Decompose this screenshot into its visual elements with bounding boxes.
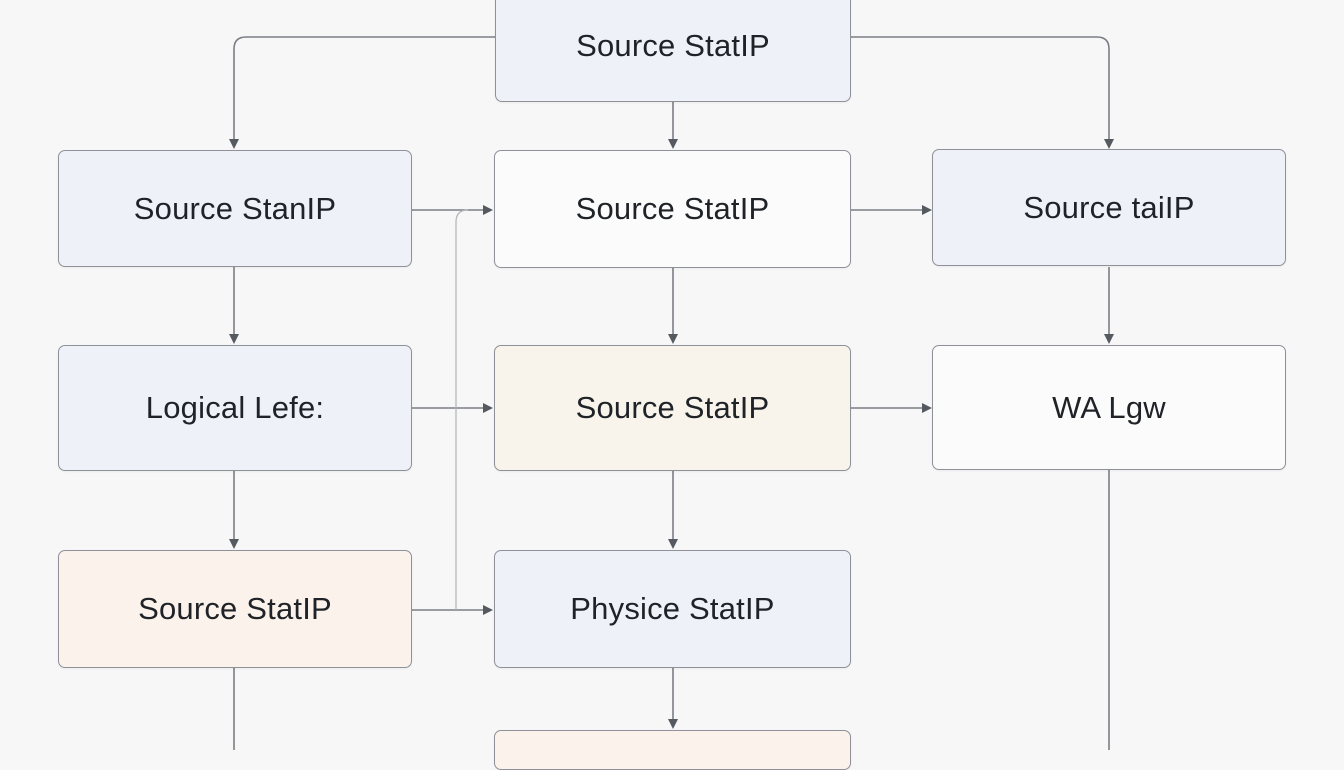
node-right-2: WA Lgw: [932, 345, 1286, 470]
node-left-1: Source StanIP: [58, 150, 412, 267]
connector-bypass: [455, 209, 469, 610]
node-top-label: Source StatIP: [576, 28, 770, 63]
node-right-1-label: Source taiIP: [1023, 189, 1195, 225]
node-middle-1-label: Source StatIP: [575, 191, 770, 226]
node-middle-4: [494, 730, 851, 770]
node-right-2-label: WA Lgw: [1052, 389, 1166, 425]
node-middle-2: Source StatIP: [494, 345, 851, 471]
node-top: Source StatIP: [495, 0, 851, 102]
connector-top-to-right-1: [850, 36, 1114, 149]
flow-diagram: Source StatIP Source StanIP Source StatI…: [58, 0, 1286, 770]
node-middle-1: Source StatIP: [494, 150, 851, 268]
node-left-2: Logical Lefe:: [58, 345, 412, 471]
node-middle-3: Physice StatIP: [494, 550, 851, 668]
connector-top-to-left-1: [229, 36, 496, 149]
node-left-3-label: Source StatIP: [138, 591, 332, 626]
node-right-1: Source taiIP: [932, 149, 1286, 266]
node-left-2-label: Logical Lefe:: [145, 390, 325, 425]
node-left-1-label: Source StanIP: [133, 190, 337, 226]
connector-layer: [229, 36, 1114, 750]
node-middle-3-label: Physice StatIP: [570, 591, 775, 626]
node-left-3: Source StatIP: [58, 550, 412, 668]
node-middle-2-label: Source StatIP: [575, 390, 770, 425]
